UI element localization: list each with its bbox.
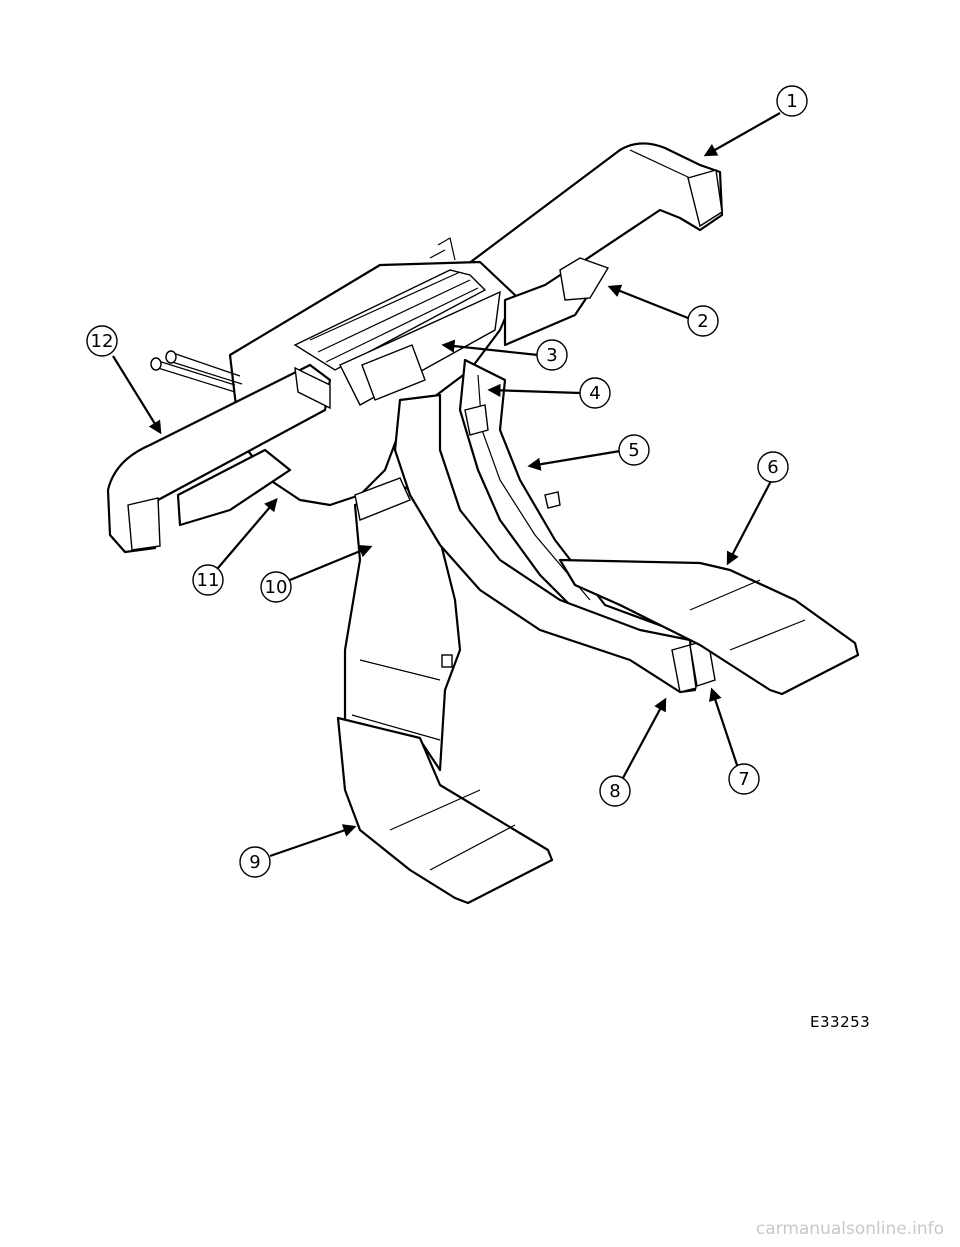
figure-id: E33253 <box>810 1013 870 1031</box>
watermark-text: carmanualsonline.info <box>756 1219 944 1239</box>
callout-8-label: 8 <box>609 781 620 802</box>
callout-12: 12 <box>86 325 118 357</box>
leader-3 <box>441 339 539 357</box>
duct-8-outlet <box>671 644 697 693</box>
callout-1-label: 1 <box>786 91 797 112</box>
leader-6 <box>726 480 772 566</box>
callout-2: 2 <box>687 305 719 337</box>
callout-8: 8 <box>599 775 631 807</box>
callout-4-label: 4 <box>589 383 600 404</box>
leader-10 <box>289 544 373 582</box>
callout-2-label: 2 <box>697 311 708 332</box>
leader-1 <box>703 112 781 157</box>
callout-leaders <box>112 112 781 858</box>
callout-6: 6 <box>757 451 789 483</box>
callout-4: 4 <box>579 377 611 409</box>
callout-5: 5 <box>618 434 650 466</box>
callout-10-label: 10 <box>265 577 288 598</box>
leader-4 <box>487 383 581 397</box>
duct-8-front-floor <box>393 393 697 694</box>
leader-2 <box>607 284 689 320</box>
callout-9: 9 <box>239 846 271 878</box>
watermark-band <box>0 1212 960 1242</box>
callout-12-label: 12 <box>91 331 114 352</box>
callout-11-label: 11 <box>197 570 220 591</box>
duct-9-rear-floor <box>336 716 554 905</box>
duct-1-outlet-mouth <box>687 169 723 228</box>
duct-6-right-floor <box>558 558 860 696</box>
duct-illustration <box>106 142 860 905</box>
callout-5-label: 5 <box>628 440 639 461</box>
callout-7: 7 <box>728 763 760 795</box>
callout-11: 11 <box>192 564 224 596</box>
leader-11 <box>217 497 278 569</box>
callout-6-label: 6 <box>767 457 778 478</box>
callout-10: 10 <box>260 571 292 603</box>
callouts: 1 2 3 4 5 6 7 8 9 10 11 12 <box>86 85 808 878</box>
center-vent-outlet-3 <box>361 344 426 401</box>
leader-9 <box>269 824 357 858</box>
leader-5 <box>527 449 621 471</box>
duct-11-lower-left <box>176 448 292 527</box>
callout-9-label: 9 <box>249 852 260 873</box>
leader-12 <box>112 355 162 435</box>
callout-1: 1 <box>776 85 808 117</box>
callout-7-label: 7 <box>738 769 749 790</box>
leader-8 <box>622 697 667 779</box>
leader-7 <box>709 687 740 769</box>
callout-3: 3 <box>536 339 568 371</box>
duct-12-outlet-mouth <box>127 497 161 551</box>
callout-3-label: 3 <box>546 345 557 366</box>
